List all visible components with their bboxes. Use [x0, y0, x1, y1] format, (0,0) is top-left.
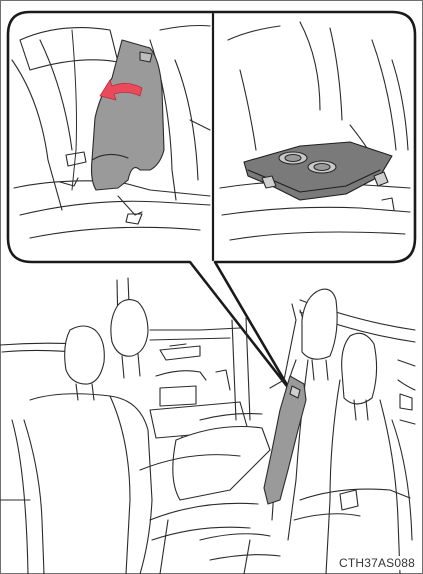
main-scene [0, 278, 415, 574]
figure-code: CTH37AS088 [337, 556, 417, 570]
armrest-shaded-main [264, 376, 306, 504]
